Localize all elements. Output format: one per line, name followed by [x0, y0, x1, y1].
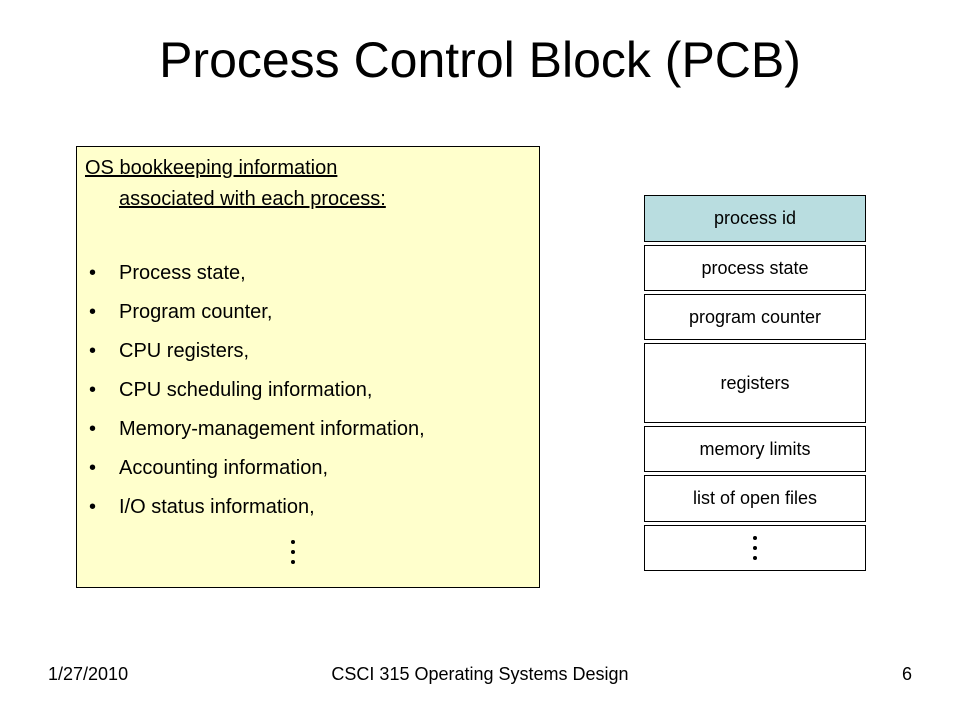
- slide-title: Process Control Block (PCB): [159, 32, 801, 88]
- pcb-field-memory-limits: memory limits: [644, 426, 866, 472]
- slide-number: 6: [901, 664, 912, 684]
- pcb-field-label: program counter: [688, 306, 822, 327]
- list-item-text: CPU registers,: [119, 340, 250, 362]
- list-item-text: I/O status information,: [119, 496, 315, 518]
- intro-line-1: OS bookkeeping information: [85, 157, 338, 179]
- vertical-ellipsis-icon: [753, 536, 757, 560]
- pcb-field-open-files: list of open files: [644, 475, 866, 522]
- list-item: • CPU registers,: [77, 337, 425, 376]
- box-intro: OS bookkeeping information associated wi…: [85, 153, 525, 215]
- pcb-field-label: list of open files: [692, 488, 818, 508]
- pcb-field-label: process id: [713, 208, 797, 228]
- bullet-icon: •: [89, 301, 97, 323]
- bullet-icon: •: [89, 418, 97, 440]
- pcb-field-label: process state: [701, 257, 809, 278]
- pcb-field-process-id: process id: [644, 195, 866, 242]
- bullet-icon: •: [89, 262, 97, 284]
- list-item-text: Process state,: [119, 262, 246, 284]
- pcb-field-label: registers: [720, 372, 790, 393]
- bullet-icon: •: [89, 496, 97, 518]
- list-item-text: Accounting information,: [119, 457, 329, 479]
- bullet-icon: •: [89, 457, 97, 479]
- pcb-field-label: memory limits: [699, 438, 811, 459]
- pcb-field-process-state: process state: [644, 245, 866, 291]
- list-item: • Accounting information,: [77, 454, 425, 493]
- footer-course: CSCI 315 Operating Systems Design: [331, 664, 629, 684]
- vertical-ellipsis-icon: [291, 540, 295, 564]
- list-item-text: Memory-management information,: [119, 418, 425, 440]
- list-item: • CPU scheduling information,: [77, 376, 425, 415]
- bullet-list: • Process state, • Program counter, • CPU r…: [77, 259, 425, 532]
- list-item: • Process state,: [77, 259, 425, 298]
- list-item: • I/O status information,: [77, 493, 425, 532]
- list-item-text: Program counter,: [119, 301, 273, 323]
- footer-date: 1/27/2010: [48, 664, 129, 684]
- intro-line-2: associated with each process:: [119, 188, 386, 210]
- bullet-icon: •: [89, 340, 97, 362]
- bookkeeping-info-box: OS bookkeeping information associated wi…: [76, 146, 540, 588]
- bullet-icon: •: [89, 379, 97, 401]
- list-item: • Program counter,: [77, 298, 425, 337]
- pcb-diagram: process id process state program counter…: [644, 195, 866, 571]
- pcb-field-registers: registers: [644, 343, 866, 423]
- pcb-field-program-counter: program counter: [644, 294, 866, 340]
- list-item-text: CPU scheduling information,: [119, 379, 373, 401]
- list-item: • Memory-management information,: [77, 415, 425, 454]
- pcb-field-more: [644, 525, 866, 571]
